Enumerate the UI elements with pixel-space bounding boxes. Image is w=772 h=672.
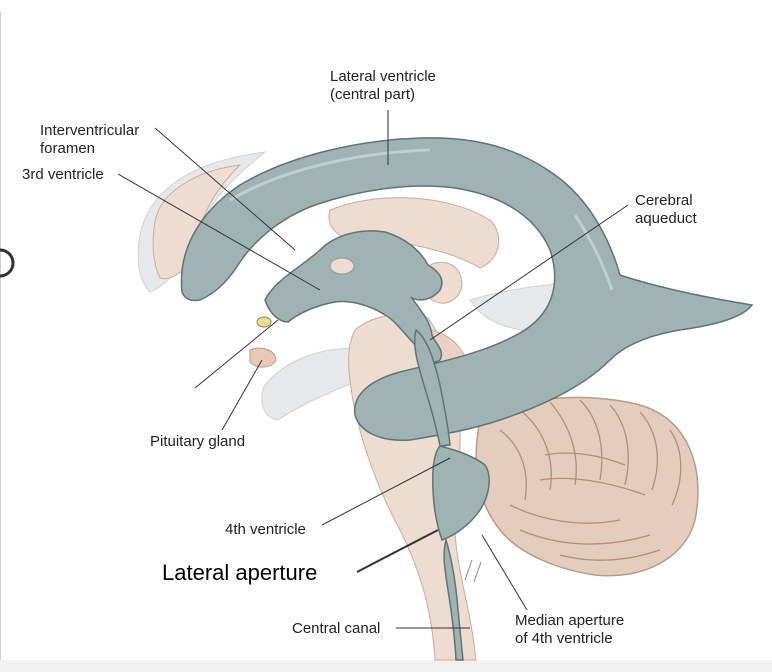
label-interventricular-foramen-line2: foramen: [40, 140, 139, 158]
optic-chiasm-spot: [257, 317, 271, 327]
label-third-ventricle: 3rd ventricle: [22, 166, 104, 184]
interthalamic-adhesion: [330, 258, 354, 274]
label-median-aperture-line2: of 4th ventricle: [515, 630, 624, 648]
label-lateral-aperture: Lateral aperture: [162, 560, 317, 586]
label-lateral-ventricle-line1: Lateral ventricle: [330, 68, 436, 86]
label-fourth-ventricle: 4th ventricle: [225, 521, 306, 539]
label-cerebral-aqueduct-line2: aqueduct: [635, 210, 697, 228]
label-central-canal: Central canal: [292, 620, 380, 638]
label-interventricular-foramen-line1: Interventricular: [40, 122, 139, 140]
label-median-aperture-line1: Median aperture: [515, 612, 624, 630]
label-cerebral-aqueduct-line1: Cerebral: [635, 192, 697, 210]
label-median-aperture: Median aperture of 4th ventricle: [515, 612, 624, 648]
label-cerebral-aqueduct: Cerebral aqueduct: [635, 192, 697, 228]
label-lateral-ventricle: Lateral ventricle (central part): [330, 68, 436, 104]
label-pituitary-gland: Pituitary gland: [150, 433, 245, 451]
bottom-strip: [0, 660, 772, 672]
label-lateral-ventricle-line2: (central part): [330, 86, 436, 104]
label-interventricular-foramen: Interventricular foramen: [40, 122, 139, 158]
